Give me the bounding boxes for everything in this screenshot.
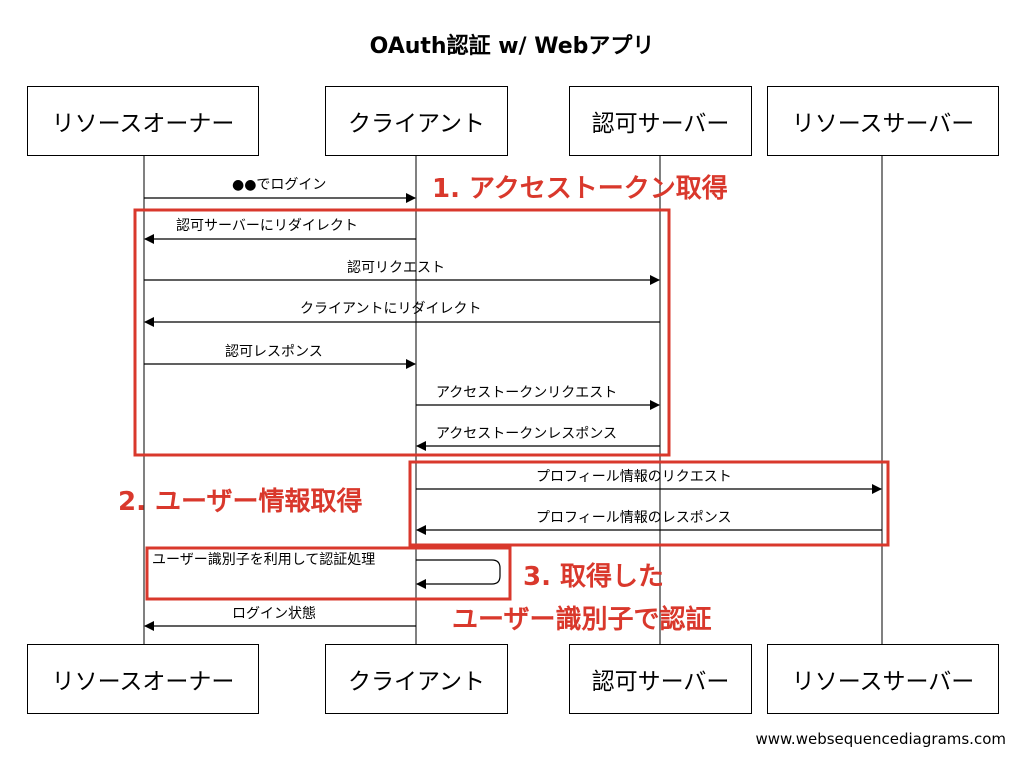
annotation-step3-line1: 3. 取得した: [523, 562, 665, 592]
diagram-title: OAuth認証 w/ Webアプリ: [369, 34, 655, 59]
participant-resource-owner-bottom: リソースオーナー: [27, 644, 259, 714]
highlight-step1: [133, 208, 671, 457]
message-label: プロフィール情報のレスポンス: [536, 510, 732, 526]
message-label: アクセストークンリクエスト: [436, 385, 618, 401]
annotation-step2: 2. ユーザー情報取得: [118, 487, 363, 517]
message-label: ●●でログイン: [232, 177, 327, 193]
participant-resource-owner-top: リソースオーナー: [27, 86, 259, 156]
annotation-step3-line2: ユーザー識別子で認証: [452, 605, 712, 635]
participant-auth-server-top: 認可サーバー: [569, 86, 752, 156]
message-label: アクセストークンレスポンス: [436, 426, 618, 442]
highlight-step3: [145, 546, 512, 601]
message-label: 認可サーバーにリダイレクト: [176, 218, 358, 234]
message-label: ログイン状態: [232, 606, 316, 622]
participant-client-top: クライアント: [325, 86, 508, 156]
arrow-self-auth: [416, 559, 501, 589]
message-label: 認可レスポンス: [225, 344, 323, 360]
message-label: ユーザー識別子を利用して認証処理: [152, 552, 376, 568]
participant-auth-server-bottom: 認可サーバー: [569, 644, 752, 714]
message-label: クライアントにリダイレクト: [300, 301, 482, 317]
participant-client-bottom: クライアント: [325, 644, 508, 714]
message-label: プロフィール情報のリクエスト: [536, 469, 732, 485]
footer-credit: www.websequencediagrams.com: [755, 730, 1007, 748]
highlight-step2: [408, 460, 890, 547]
message-label: 認可リクエスト: [347, 260, 445, 276]
participant-resource-server-top: リソースサーバー: [767, 86, 999, 156]
annotation-step1: 1. アクセストークン取得: [432, 174, 728, 204]
participant-resource-server-bottom: リソースサーバー: [767, 644, 999, 714]
